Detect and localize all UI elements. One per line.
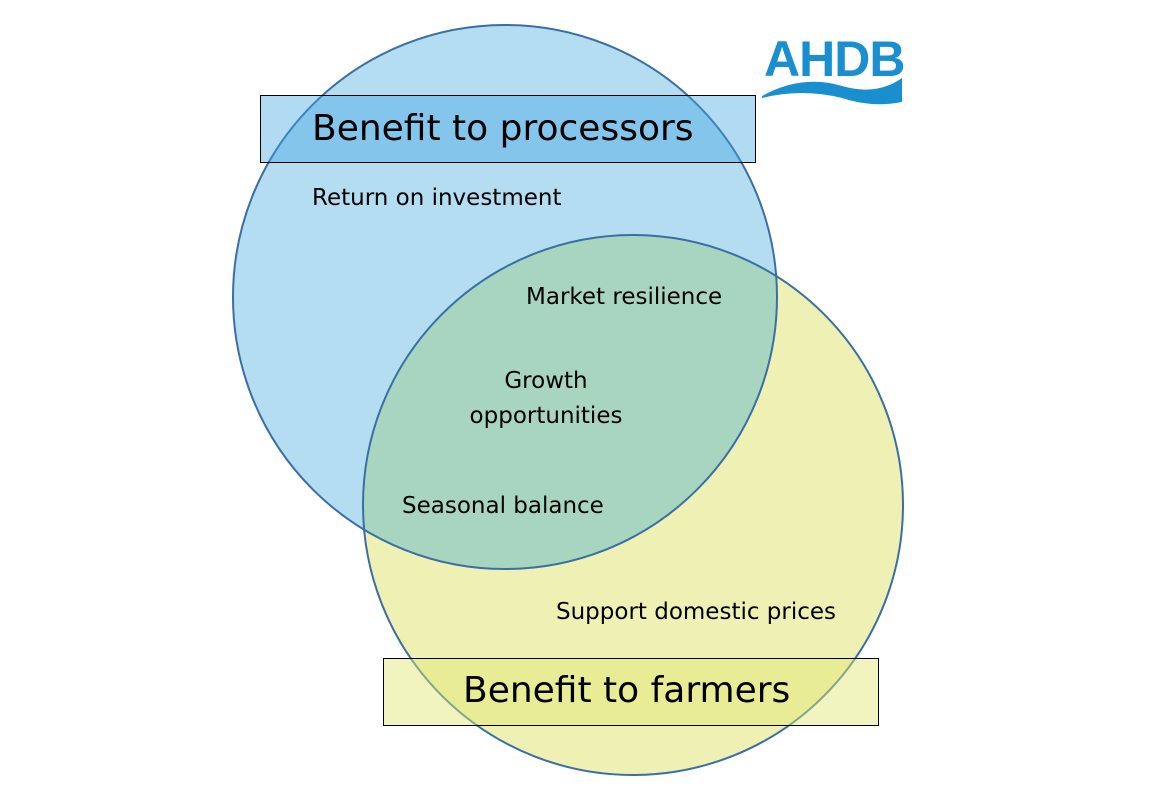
farmers-title-box [383,658,879,726]
logo-wave-icon [762,78,902,105]
logo-text: AHDB [764,31,905,87]
overlap-item: Seasonal balance [402,493,604,519]
overlap-item: Growth opportunities [469,368,623,429]
processors-title: Benefit to processors [312,108,694,149]
processors-title-box [260,95,756,163]
processors-item: Return on investment [312,185,562,211]
farmers-title: Benefit to farmers [463,670,791,711]
ahdb-logo: AHDB [762,30,905,105]
overlap-item: Market resilience [526,284,723,310]
farmers-item: Support domestic prices [556,599,837,625]
